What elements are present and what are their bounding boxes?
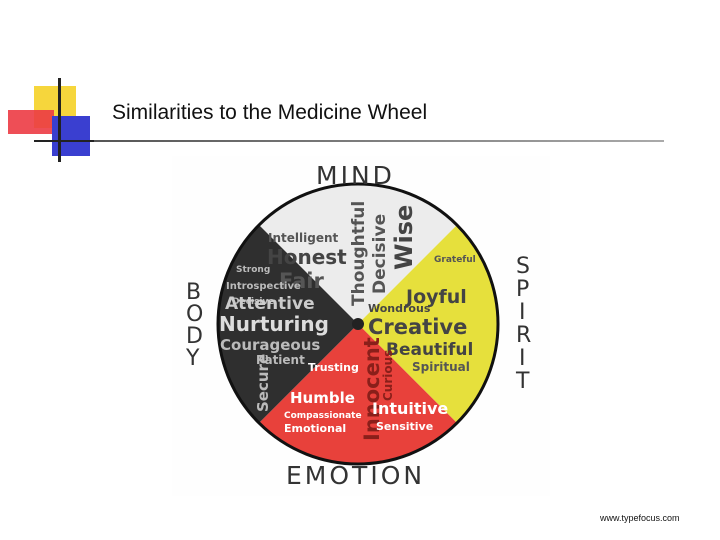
word-mind-3: Decisive bbox=[370, 214, 390, 294]
word-spirit-3: Spiritual bbox=[412, 360, 470, 374]
word-emotion-1: Humble bbox=[290, 389, 355, 407]
word-mind-5: Intelligent bbox=[268, 231, 338, 245]
decorative-horizontal-line bbox=[34, 140, 102, 142]
label-mind: MIND bbox=[316, 161, 395, 190]
label-body-letter-2: D bbox=[186, 324, 203, 349]
word-spirit-1: Creative bbox=[368, 315, 467, 339]
mind-quadrant bbox=[259, 183, 457, 324]
word-body-7: Decisive bbox=[232, 297, 274, 307]
slide-title: Similarities to the Medicine Wheel bbox=[112, 101, 428, 124]
label-emotion: EMOTION bbox=[286, 461, 425, 490]
word-emotion-0: Innocent bbox=[360, 337, 384, 441]
word-mind-2: Thoughtful bbox=[349, 201, 369, 306]
wheel-rim bbox=[216, 182, 500, 466]
word-body-4: Introspective bbox=[226, 281, 301, 292]
decorative-vertical-line bbox=[58, 78, 61, 162]
body-quadrant bbox=[217, 225, 358, 423]
word-emotion-7: Curious bbox=[381, 350, 395, 401]
word-emotion-5: Compassionate bbox=[284, 411, 362, 421]
word-body-2: Courageous bbox=[220, 336, 320, 354]
emotion-quadrant bbox=[259, 324, 457, 465]
label-body-letter-3: Y bbox=[185, 346, 200, 371]
label-body-letter-1: O bbox=[186, 302, 203, 327]
label-spirit-letter-0: S bbox=[516, 254, 530, 279]
wheel-center bbox=[352, 318, 364, 330]
word-body-3: Patient bbox=[256, 353, 305, 367]
medicine-wheel-image: Intelligent Honest Fair Thoughtful Decis… bbox=[172, 156, 550, 496]
word-spirit-5: Wondrous bbox=[368, 302, 431, 315]
word-mind-1: Fair bbox=[279, 269, 324, 293]
title-underline bbox=[94, 140, 664, 142]
label-spirit-letter-3: R bbox=[516, 323, 531, 348]
word-emotion-2: Intuitive bbox=[372, 399, 448, 418]
word-body-0: Attentive bbox=[225, 294, 315, 314]
word-mind-0: Honest bbox=[267, 245, 347, 269]
medicine-wheel: Intelligent Honest Fair Thoughtful Decis… bbox=[185, 161, 531, 490]
word-body-1: Nurturing bbox=[219, 312, 329, 336]
word-spirit-2: Beautiful bbox=[386, 340, 473, 360]
label-spirit-letter-1: P bbox=[516, 277, 529, 302]
decorative-red-block bbox=[8, 110, 54, 134]
word-body-5: Strong bbox=[236, 265, 270, 275]
word-spirit-0: Joyful bbox=[404, 286, 467, 308]
label-spirit-letter-2: I bbox=[519, 300, 526, 325]
spirit-quadrant bbox=[358, 225, 499, 423]
word-spirit-4: Grateful bbox=[434, 255, 476, 265]
word-emotion-4: Emotional bbox=[284, 422, 346, 435]
word-body-6: Secure bbox=[254, 354, 272, 412]
source-footer: www.typefocus.com bbox=[600, 513, 680, 523]
word-emotion-3: Sensitive bbox=[376, 420, 433, 433]
label-spirit-letter-4: I bbox=[519, 346, 526, 371]
label-body-letter-0: B bbox=[186, 280, 201, 305]
label-spirit-letter-5: T bbox=[515, 369, 530, 394]
word-mind-4: Wise bbox=[390, 205, 418, 270]
word-emotion-6: Trusting bbox=[308, 361, 359, 374]
